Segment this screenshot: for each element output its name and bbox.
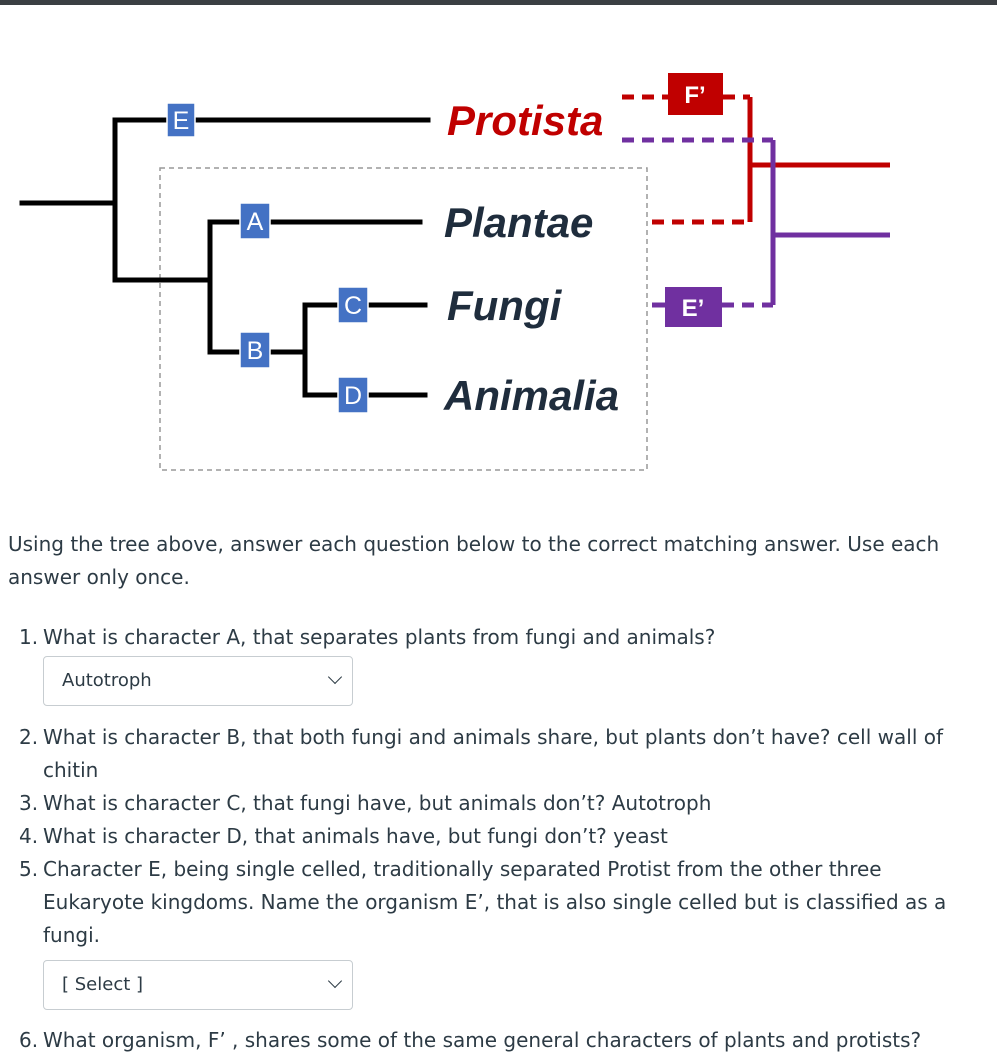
phylogenetic-tree: E A B C D F’ E’ Protista Plantae Fungi A… bbox=[19, 73, 890, 471]
character-E-label: E bbox=[173, 107, 190, 135]
top-bar bbox=[0, 0, 997, 5]
character-D-label: D bbox=[344, 382, 362, 410]
question-text: What is character A, that separates plan… bbox=[43, 625, 716, 649]
question-text: What is character C, that fungi have, bu… bbox=[43, 791, 606, 815]
question-text: What is character D, that animals have, … bbox=[43, 824, 607, 848]
clade-dashed-box bbox=[159, 167, 648, 471]
chevron-down-icon bbox=[327, 669, 343, 685]
question-5: 5. Character E, being single celled, tra… bbox=[8, 853, 983, 952]
red-lineage bbox=[622, 94, 890, 225]
question-4: 4. What is character D, that animals hav… bbox=[8, 820, 983, 853]
instructions: Using the tree above, answer each questi… bbox=[8, 532, 940, 589]
taxon-animalia: Animalia bbox=[443, 372, 619, 419]
question-number: 5. bbox=[19, 857, 39, 881]
character-B: B bbox=[239, 331, 271, 369]
taxon-fungi: Fungi bbox=[447, 282, 563, 329]
taxon-plantae: Plantae bbox=[444, 199, 593, 246]
character-F-prime-label: F’ bbox=[684, 82, 705, 109]
character-D: D bbox=[337, 376, 369, 414]
question-answer: yeast bbox=[613, 824, 668, 848]
character-A-label: A bbox=[247, 208, 264, 236]
answer-dropdown-1[interactable]: Autotroph bbox=[43, 656, 353, 706]
dropdown-selected-value: [ Select ] bbox=[62, 974, 144, 995]
question-text: What organism, F’ , shares some of the s… bbox=[43, 1028, 922, 1052]
question-number: 1. bbox=[19, 625, 39, 649]
dropdown-selected-value: Autotroph bbox=[62, 670, 152, 691]
answer-dropdown-5[interactable]: [ Select ] bbox=[43, 960, 353, 1010]
purple-lineage bbox=[622, 137, 890, 308]
taxon-protista: Protista bbox=[447, 97, 603, 144]
question-content: Using the tree above, answer each questi… bbox=[8, 528, 983, 1057]
question-number: 6. bbox=[19, 1028, 39, 1052]
question-text: What is character B, that both fungi and… bbox=[43, 725, 831, 749]
question-1: 1. What is character A, that separates p… bbox=[8, 621, 983, 654]
character-B-label: B bbox=[247, 337, 264, 365]
character-E-prime-label: E’ bbox=[682, 295, 705, 322]
question-number: 4. bbox=[19, 824, 39, 848]
chevron-down-icon bbox=[327, 973, 343, 989]
character-F-prime: F’ bbox=[668, 73, 723, 115]
question-answer: cell wall of chitin bbox=[43, 725, 944, 782]
question-number: 2. bbox=[19, 725, 39, 749]
tree-branches bbox=[19, 117, 431, 398]
question-answer: Autotroph bbox=[611, 791, 712, 815]
character-C-label: C bbox=[344, 292, 362, 320]
character-E-prime: E’ bbox=[665, 287, 722, 327]
character-C: C bbox=[337, 286, 369, 324]
question-number: 3. bbox=[19, 791, 39, 815]
question-3: 3. What is character C, that fungi have,… bbox=[8, 787, 983, 820]
question-text: Character E, being single celled, tradit… bbox=[43, 857, 947, 947]
question-2: 2. What is character B, that both fungi … bbox=[8, 721, 983, 787]
character-E: E bbox=[166, 102, 196, 138]
character-A: A bbox=[239, 202, 271, 240]
question-6: 6. What organism, F’ , shares some of th… bbox=[8, 1024, 983, 1057]
